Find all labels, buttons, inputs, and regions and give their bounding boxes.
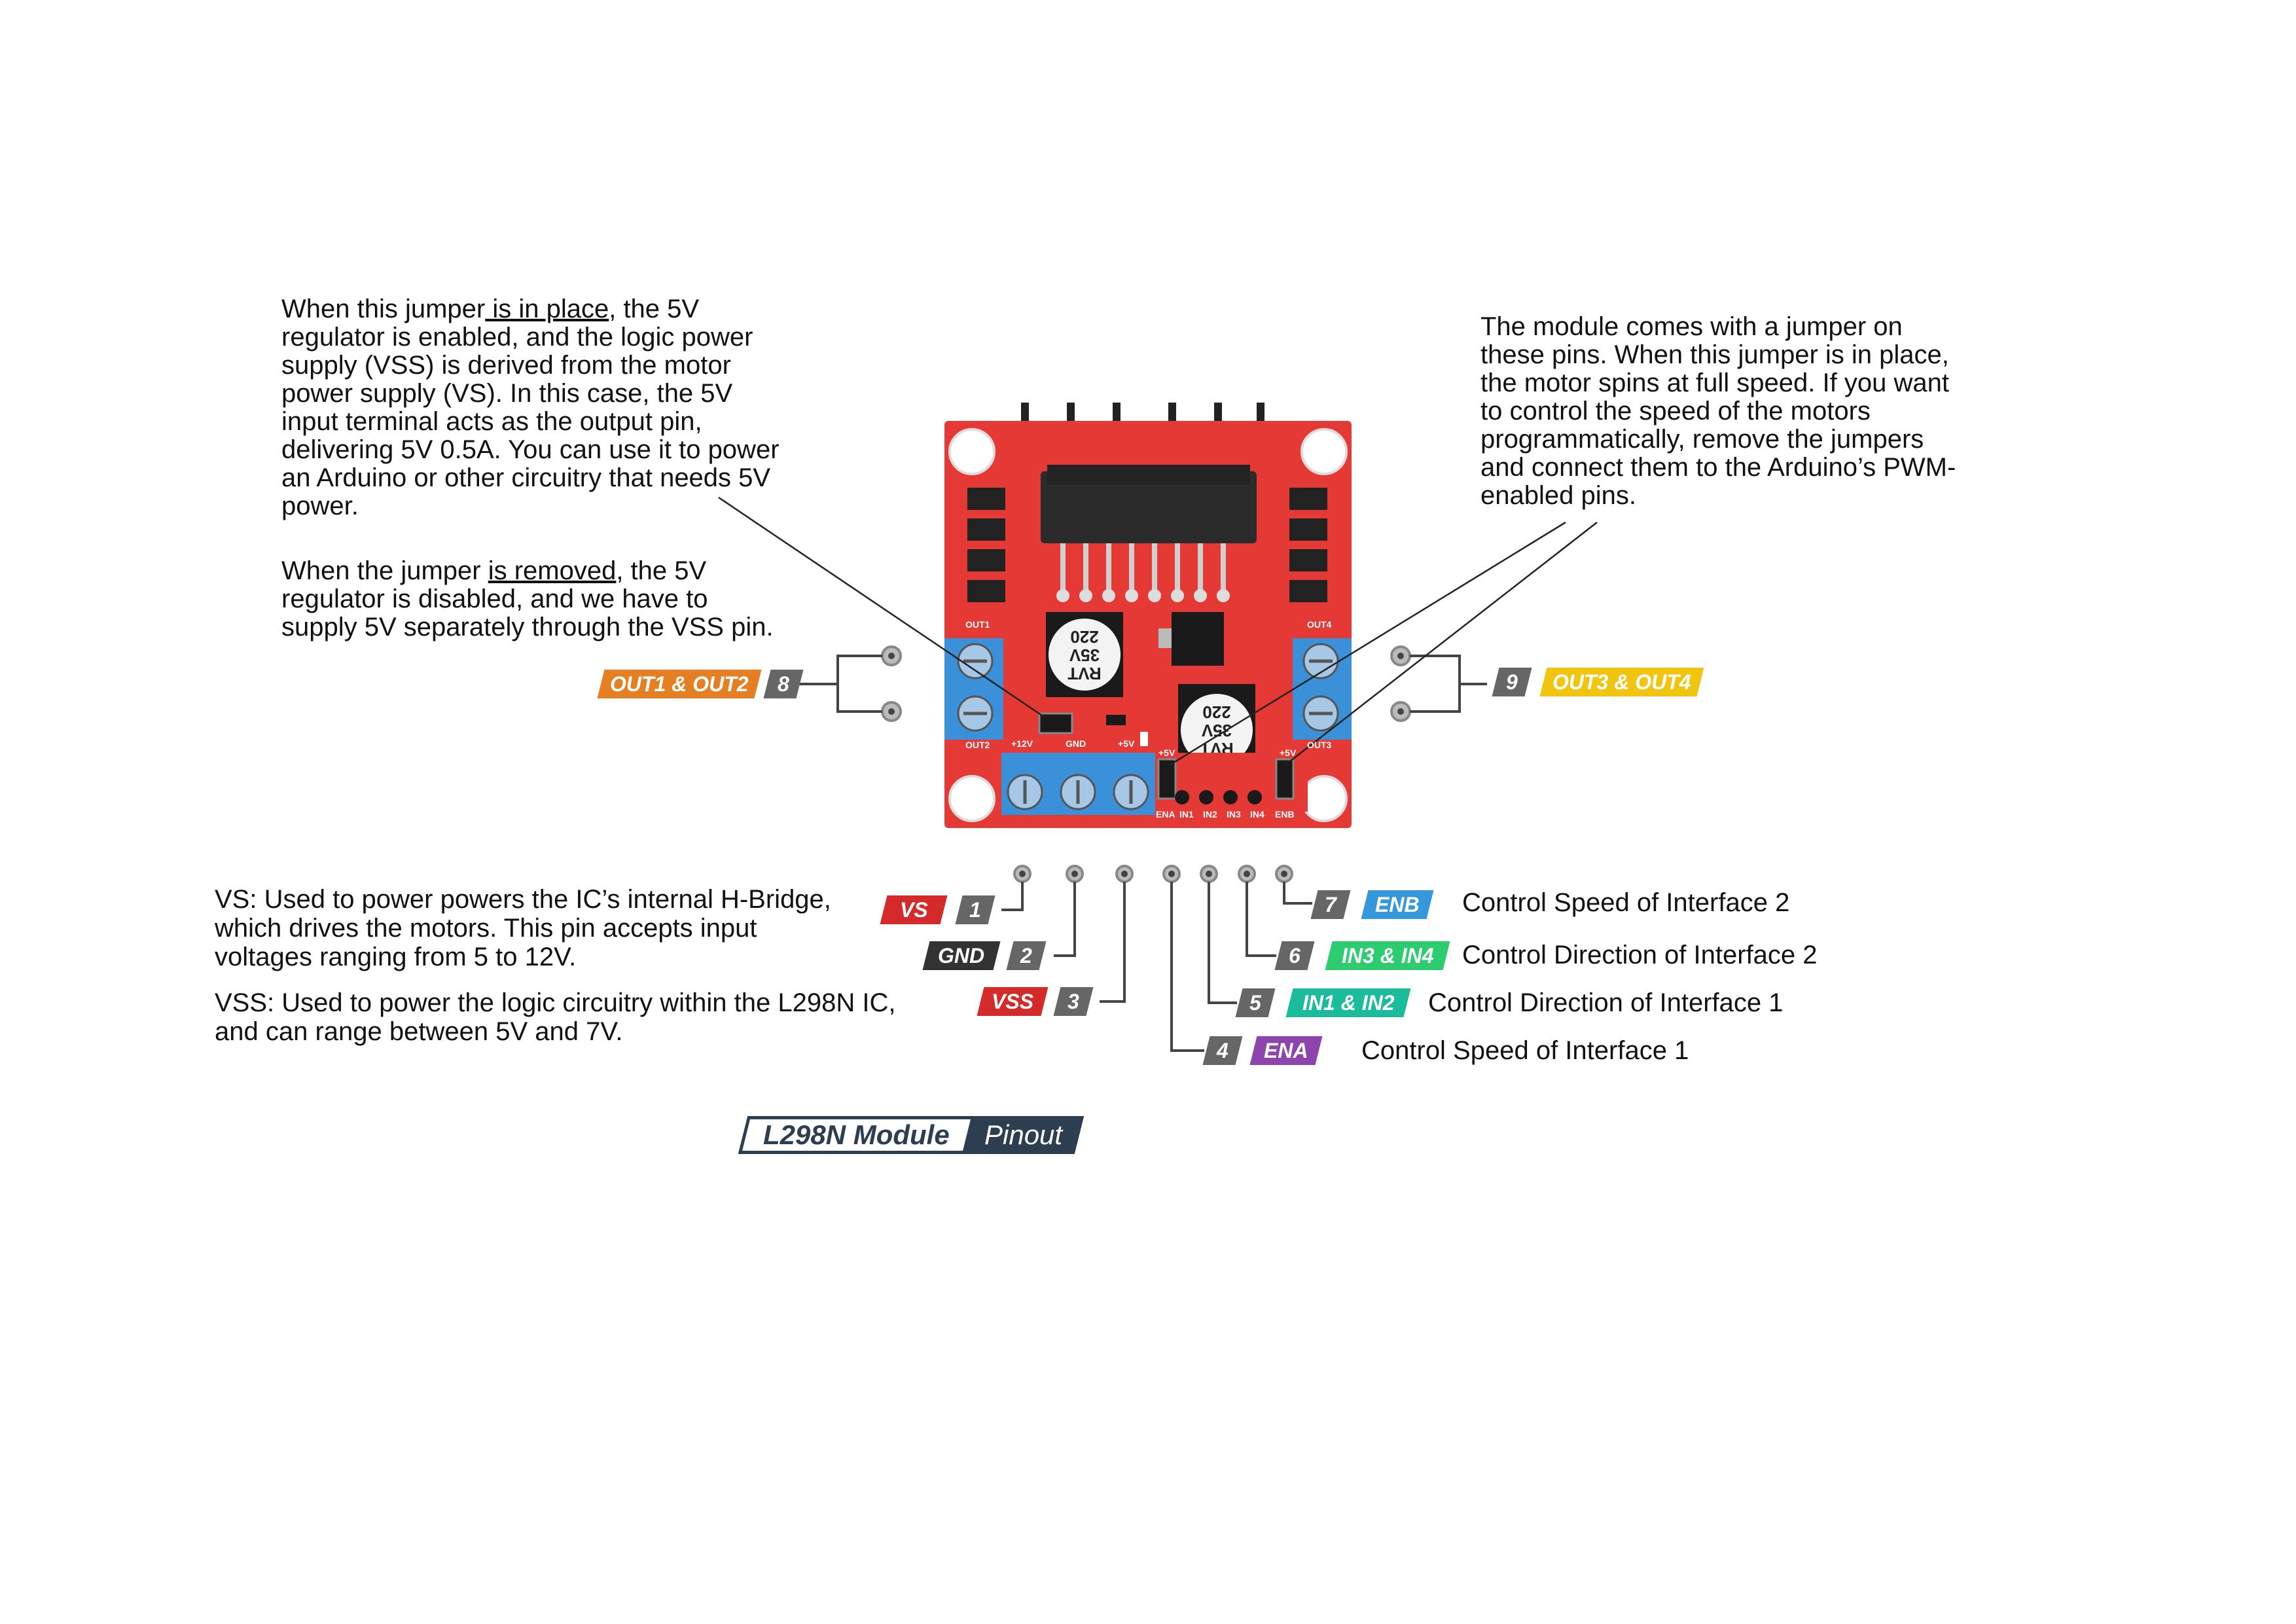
label-out1: OUT1 (965, 619, 990, 630)
svg-text:220: 220 (1070, 627, 1098, 647)
jumper-5v-note: When this jumper is in place, the 5V reg… (281, 267, 780, 520)
mounting-holes (948, 428, 1348, 822)
diagram-title: L298N Module Pinout (738, 1116, 1085, 1154)
l298n-chip (1041, 471, 1257, 543)
capacitor-1: RVT 35V 220 (1046, 612, 1123, 697)
label-in2: IN2 (1203, 809, 1217, 820)
enable-jumper-note: The module comes with a jumper on these … (1480, 312, 1956, 510)
pin-tag-enb: ENB (1361, 890, 1434, 919)
title-part1: L298N Module (738, 1116, 975, 1154)
label-in4: IN4 (1250, 809, 1265, 820)
label-enb: ENB (1275, 809, 1295, 820)
terminal-power (1001, 753, 1155, 815)
pin-desc-ena: Control Speed of Interface 1 (1361, 1036, 1689, 1065)
label-5v: +5V (1118, 738, 1135, 749)
pin-tag-in1-in2: IN1 & IN2 (1285, 988, 1411, 1017)
pin-desc-enb: Control Speed of Interface 2 (1462, 888, 1790, 917)
label-5v-a: +5V (1158, 748, 1175, 758)
5v-jumper (1038, 712, 1073, 734)
vss-note: VSS: Used to power the logic circuitry w… (215, 988, 896, 1046)
label-gnd: GND (1066, 738, 1086, 749)
label-12v: +12V (1011, 738, 1033, 749)
diodes-left (967, 488, 1005, 602)
label-out3: OUT3 (1307, 740, 1332, 750)
chip-legs (1060, 543, 1226, 596)
vs-note: VS: Used to power powers the IC’s intern… (215, 885, 831, 971)
note-text: , the 5V regulator is enabled, and the l… (281, 295, 780, 520)
control-header (1157, 753, 1308, 812)
pin-dots (1013, 865, 1293, 883)
label-out4: OUT4 (1307, 619, 1332, 630)
note-text: When the jumper (281, 556, 488, 585)
pin-desc-in3-in4: Control Direction of Interface 2 (1462, 941, 1818, 969)
terminal-out1-out2 (944, 638, 1003, 740)
note-text: When this jumper (281, 295, 486, 323)
note-underline: is removed (488, 556, 617, 585)
regulator (1172, 612, 1224, 666)
terminal-out3-out4 (1293, 638, 1352, 740)
label-ena: ENA (1156, 809, 1175, 820)
label-in1: IN1 (1179, 809, 1194, 820)
pin-tag-vs: VS (880, 895, 948, 924)
pin-tag-vss: VSS (977, 987, 1049, 1016)
pin-tag-out1-out2: OUT1 & OUT2 (597, 670, 762, 698)
note-underline: is in place (485, 295, 609, 323)
diodes-right (1289, 488, 1327, 602)
title-part2: Pinout (962, 1116, 1085, 1154)
label-5v-b: +5V (1280, 748, 1297, 758)
jumper-removed-note: When the jumper is removed, the 5V regul… (281, 529, 774, 641)
pin-desc-in1-in2: Control Direction of Interface 1 (1428, 988, 1784, 1017)
pin-tag-ena: ENA (1249, 1036, 1323, 1065)
svg-text:35V: 35V (1069, 645, 1100, 665)
label-in3: IN3 (1227, 809, 1241, 820)
connector-lines (797, 655, 1487, 1052)
svg-text:220: 220 (1202, 702, 1230, 722)
pin-tag-in3-in4: IN3 & IN4 (1325, 941, 1450, 970)
svg-text:RVT: RVT (1067, 664, 1102, 683)
pin-tag-gnd: GND (922, 941, 1001, 970)
label-out2: OUT2 (965, 740, 990, 750)
note-text: , the 5V regulator is disabled, and we h… (281, 556, 774, 641)
pin-tag-out3-out4: OUT3 & OUT4 (1539, 668, 1704, 696)
leader-lines (718, 496, 1598, 767)
